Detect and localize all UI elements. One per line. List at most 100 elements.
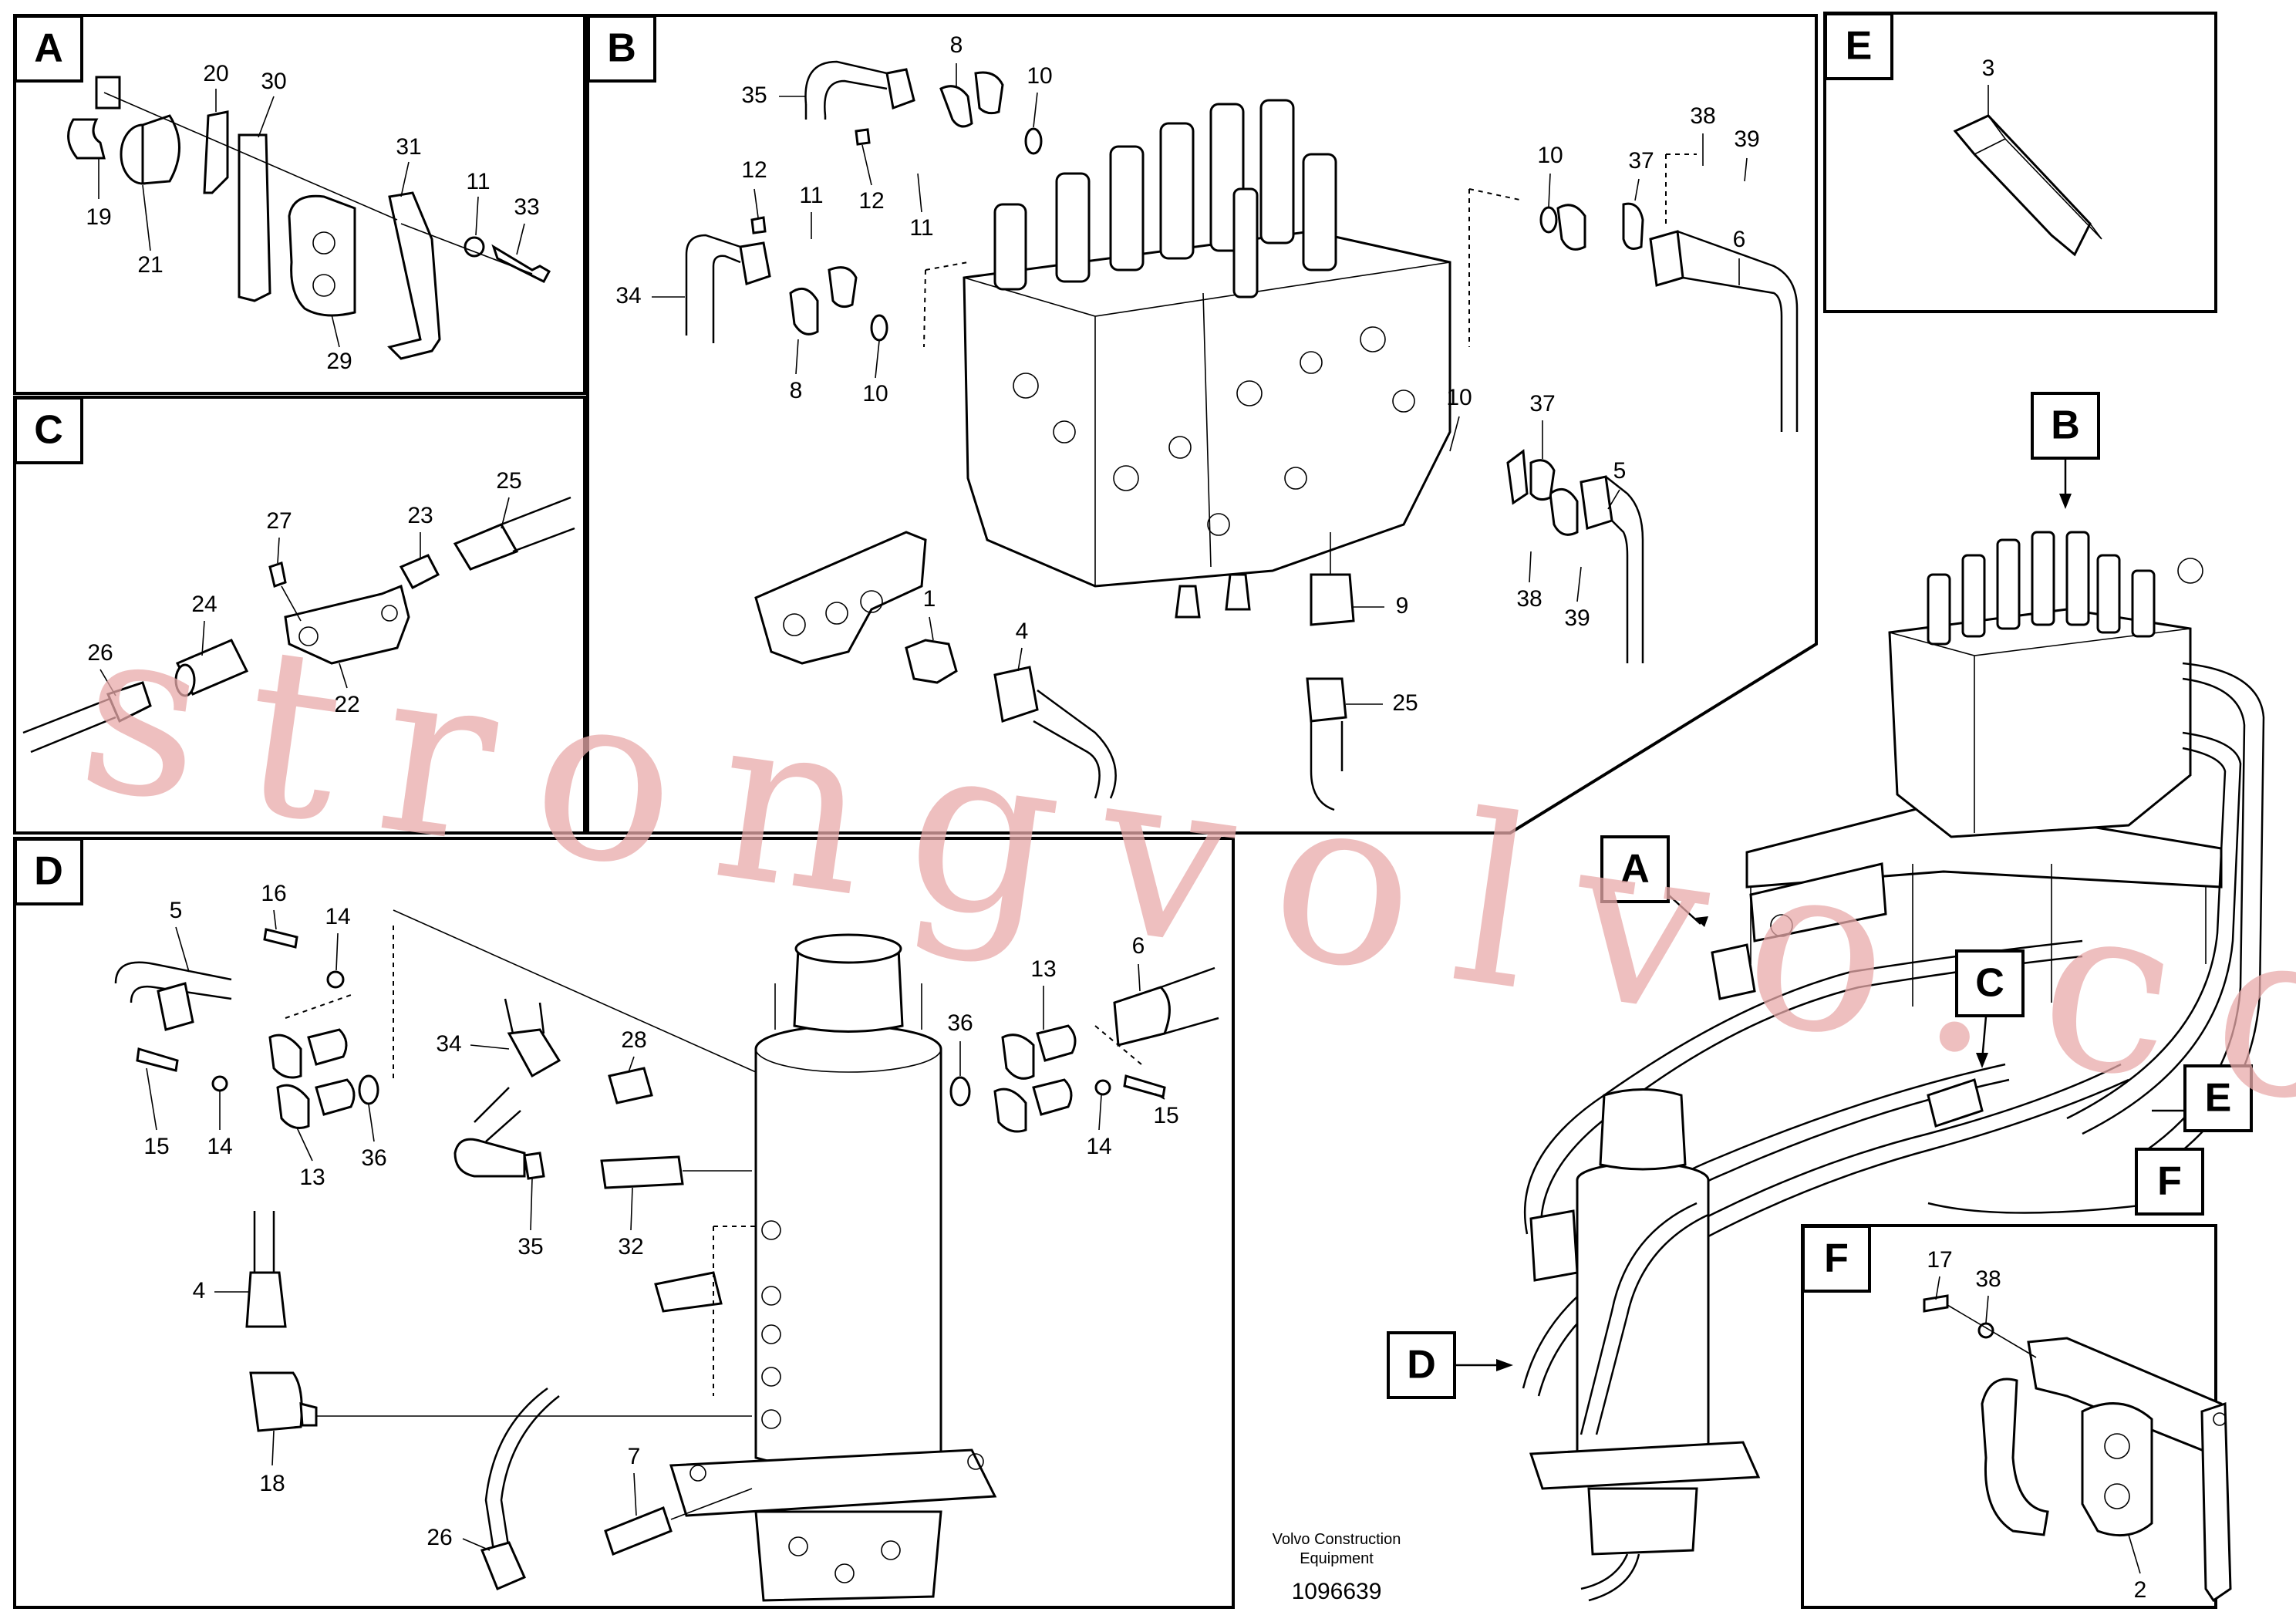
panel-d-parts: [114, 909, 1219, 1602]
callout-6: 6: [1733, 227, 1746, 252]
panel-letters: A B C E D F: [14, 12, 1893, 1293]
callout-24: 24: [191, 592, 217, 617]
callout-5d: 5: [170, 898, 183, 923]
callout-1: 1: [923, 586, 936, 612]
callout-10b: 10: [862, 381, 888, 406]
callout-4: 4: [1016, 619, 1029, 644]
panel-e-parts: [1953, 85, 2102, 257]
callout-34d: 34: [436, 1031, 461, 1057]
callout-25b: 25: [1392, 690, 1418, 716]
callout-20: 20: [203, 61, 228, 86]
callout-12: 12: [741, 157, 767, 183]
panel-b-parts: [685, 60, 1799, 811]
panel-f-parts: [1923, 1294, 2232, 1603]
callout-37: 37: [1628, 148, 1654, 174]
callout-21: 21: [137, 252, 163, 278]
callout-36d: 36: [947, 1010, 973, 1036]
callout-26d: 26: [426, 1525, 452, 1550]
panel-a-label: A: [34, 26, 63, 71]
callout-10d: 10: [1446, 385, 1472, 410]
callout-30: 30: [261, 69, 286, 94]
callout-11: 11: [466, 169, 490, 194]
panel-d-label: D: [34, 849, 63, 894]
callout-5: 5: [1613, 458, 1627, 484]
callout-4d: 4: [193, 1278, 206, 1303]
callout-3: 3: [1982, 56, 1995, 81]
callout-31: 31: [396, 134, 421, 160]
panel-e-frame: [1823, 12, 2217, 313]
panel-a-callouts: 20 30 31 11 33 19 21 29: [86, 61, 539, 374]
callout-35: 35: [741, 83, 767, 108]
callout-2: 2: [2134, 1577, 2147, 1603]
overview-assembly: [1522, 531, 2265, 1602]
callout-39b: 39: [1564, 605, 1590, 631]
pointer-b: B: [2051, 403, 2080, 448]
callout-35d: 35: [518, 1234, 543, 1259]
footer-company-line2: Equipment: [1300, 1550, 1374, 1567]
callout-37b: 37: [1529, 391, 1555, 416]
panel-e-label: E: [1846, 24, 1873, 69]
panel-c-label: C: [34, 408, 63, 453]
panel-c-frame: [13, 396, 586, 835]
callout-38b: 38: [1516, 586, 1542, 612]
panel-c-parts: [22, 496, 575, 754]
callout-9: 9: [1396, 593, 1409, 619]
callout-10c: 10: [1537, 143, 1563, 168]
callout-13: 13: [299, 1165, 325, 1190]
panel-frames: [13, 12, 2217, 1609]
callout-16: 16: [261, 881, 286, 906]
callout-10: 10: [1027, 63, 1052, 89]
pointer-d: D: [1407, 1343, 1436, 1388]
panel-a-parts: [67, 76, 551, 360]
callout-8b: 8: [790, 378, 803, 403]
callout-18: 18: [259, 1471, 285, 1496]
panel-f-callouts: 17 38 2: [1927, 1247, 2146, 1603]
callout-26: 26: [87, 640, 113, 666]
footer-company-line1: Volvo Construction: [1273, 1531, 1401, 1548]
callout-38: 38: [1690, 103, 1715, 129]
callout-28: 28: [621, 1027, 646, 1053]
callout-32: 32: [618, 1234, 643, 1259]
callout-34: 34: [615, 283, 641, 309]
panel-b-callouts: 35 8 10 12 11 12 11 34 8 10 10 38 39 37 …: [615, 32, 1759, 716]
footer-credit: Volvo Construction Equipment 1096639: [1273, 1531, 1401, 1604]
callout-11: 11: [799, 183, 823, 208]
callout-36: 36: [361, 1145, 386, 1171]
callout-38f: 38: [1975, 1266, 2001, 1292]
panel-f-label: F: [1824, 1236, 1849, 1281]
callout-19: 19: [86, 204, 111, 230]
callout-15: 15: [143, 1134, 169, 1159]
overview-pointers: B A C E D F: [1387, 392, 2253, 1399]
callout-14: 14: [325, 904, 350, 929]
callout-25: 25: [496, 468, 521, 494]
callout-12b: 12: [858, 188, 884, 214]
panel-d-frame: [13, 837, 1235, 1609]
callout-39: 39: [1734, 126, 1759, 152]
footer-drawing-number: 1096639: [1292, 1579, 1382, 1604]
callout-14b: 14: [207, 1134, 232, 1159]
pointer-e: E: [2205, 1076, 2232, 1121]
callout-11b: 11: [909, 215, 933, 241]
panel-c-callouts: 27 23 25 24 26 22: [87, 468, 521, 717]
valve-ports: [1013, 326, 1415, 536]
pointer-a: A: [1620, 847, 1650, 892]
pointer-c: C: [1975, 961, 2004, 1006]
panel-b-frame: [586, 14, 1818, 835]
callout-14d: 14: [1086, 1134, 1111, 1159]
callout-7: 7: [628, 1444, 641, 1469]
panel-a-frame: [13, 14, 586, 395]
callout-6d: 6: [1132, 933, 1145, 959]
callout-29: 29: [326, 349, 352, 374]
callout-8: 8: [950, 32, 963, 58]
callout-15d: 15: [1153, 1103, 1178, 1128]
valve-spools: [993, 99, 1337, 298]
pointer-f: F: [2157, 1159, 2182, 1204]
callout-33: 33: [514, 194, 539, 220]
panel-b-label: B: [607, 26, 636, 71]
callout-23: 23: [407, 503, 433, 528]
callout-22: 22: [334, 692, 359, 717]
callout-13d: 13: [1030, 956, 1056, 982]
panel-d-callouts: 5 16 14 15 14 13 36 34 28 35 32 4 18 7 2…: [143, 881, 1179, 1551]
callout-17: 17: [1927, 1247, 1952, 1273]
